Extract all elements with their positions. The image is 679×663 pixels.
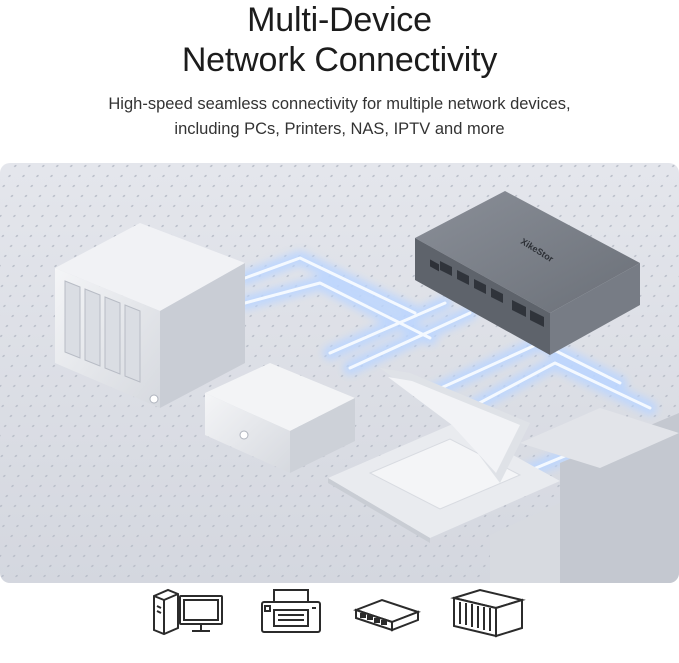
headline-line-2: Network Connectivity (181, 41, 498, 79)
tv-box-device (205, 363, 355, 473)
desktop-pc-icon (153, 588, 223, 636)
headline-line-1: Multi-Device (247, 1, 432, 39)
nas-icon (450, 588, 526, 638)
laptop-device (328, 368, 560, 543)
network-scene-illustration: XikeStor (0, 163, 679, 583)
foreground-pillar (490, 408, 679, 583)
device-icon-row (0, 582, 679, 663)
subtitle-line-2: including PCs, Printers, NAS, IPTV and m… (174, 120, 505, 138)
network-switch-device: XikeStor (415, 191, 640, 355)
printer-icon (261, 589, 321, 633)
headline: Multi-Device Network Connectivity (0, 0, 679, 80)
nas-device (55, 223, 245, 408)
subtitle-line-1: High-speed seamless connectivity for mul… (108, 95, 571, 113)
subtitle: High-speed seamless connectivity for mul… (0, 92, 679, 142)
network-switch-icon (353, 598, 421, 632)
